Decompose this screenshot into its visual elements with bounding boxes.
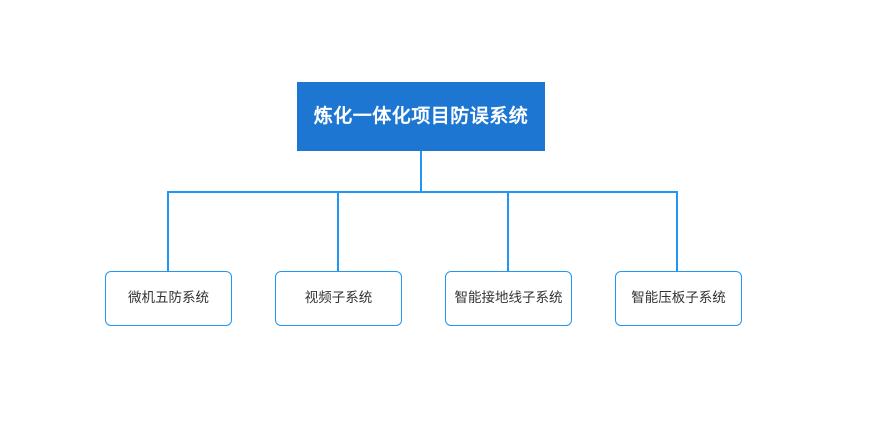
org-node-child-3-label: 智能压板子系统	[631, 290, 726, 307]
org-node-root-label: 炼化一体化项目防误系统	[313, 105, 529, 128]
org-node-child-2[interactable]: 智能接地线子系统	[445, 271, 572, 326]
org-node-child-3[interactable]: 智能压板子系统	[615, 271, 742, 326]
org-node-child-0-label: 微机五防系统	[128, 290, 209, 307]
org-node-root[interactable]: 炼化一体化项目防误系统	[297, 82, 545, 151]
org-node-child-0[interactable]: 微机五防系统	[105, 271, 232, 326]
org-node-child-1[interactable]: 视频子系统	[275, 271, 402, 326]
org-node-child-2-label: 智能接地线子系统	[454, 290, 563, 307]
org-node-child-1-label: 视频子系统	[304, 290, 373, 307]
